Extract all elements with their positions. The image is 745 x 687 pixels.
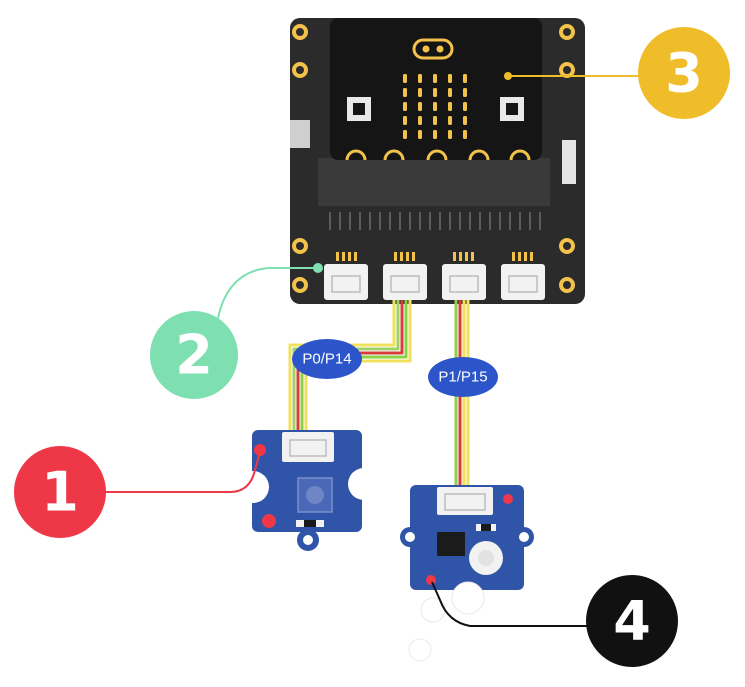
grove-connector-4: [501, 264, 545, 300]
logo-icon: [412, 38, 454, 60]
callout-4: 4: [586, 575, 678, 667]
port-label-left: P0/P14: [292, 339, 362, 379]
port-label-right: P1/P15: [428, 357, 498, 397]
svg-text:2: 2: [175, 324, 213, 387]
usb-port: [290, 120, 310, 148]
microbit: [330, 18, 542, 161]
svg-text:1: 1: [41, 461, 79, 524]
side-switch: [562, 140, 576, 184]
edge-pads: [345, 149, 531, 161]
leader-1: [100, 451, 261, 493]
grove-connector-2: [383, 264, 427, 300]
port-label-left-text: P0/P14: [302, 351, 351, 368]
svg-text:3: 3: [665, 42, 703, 105]
grove-connectors: [324, 252, 545, 300]
leader-4: [431, 581, 588, 627]
svg-text:4: 4: [613, 590, 651, 653]
callout-2: 2: [150, 311, 238, 399]
potentiometer-module: [237, 430, 380, 551]
grove-connector-3: [442, 264, 486, 300]
led-matrix: [403, 74, 467, 139]
indicator-led: [262, 514, 276, 528]
leader-2: [217, 267, 318, 319]
grove-connector-1: [324, 264, 368, 300]
port-label-right-text: P1/P15: [438, 369, 487, 386]
sensor-chip: [437, 532, 465, 556]
edge-connector-pins: [329, 212, 541, 230]
callout-1: 1: [14, 446, 106, 538]
sensor-module: [400, 485, 534, 662]
callout-3: 3: [638, 27, 730, 119]
